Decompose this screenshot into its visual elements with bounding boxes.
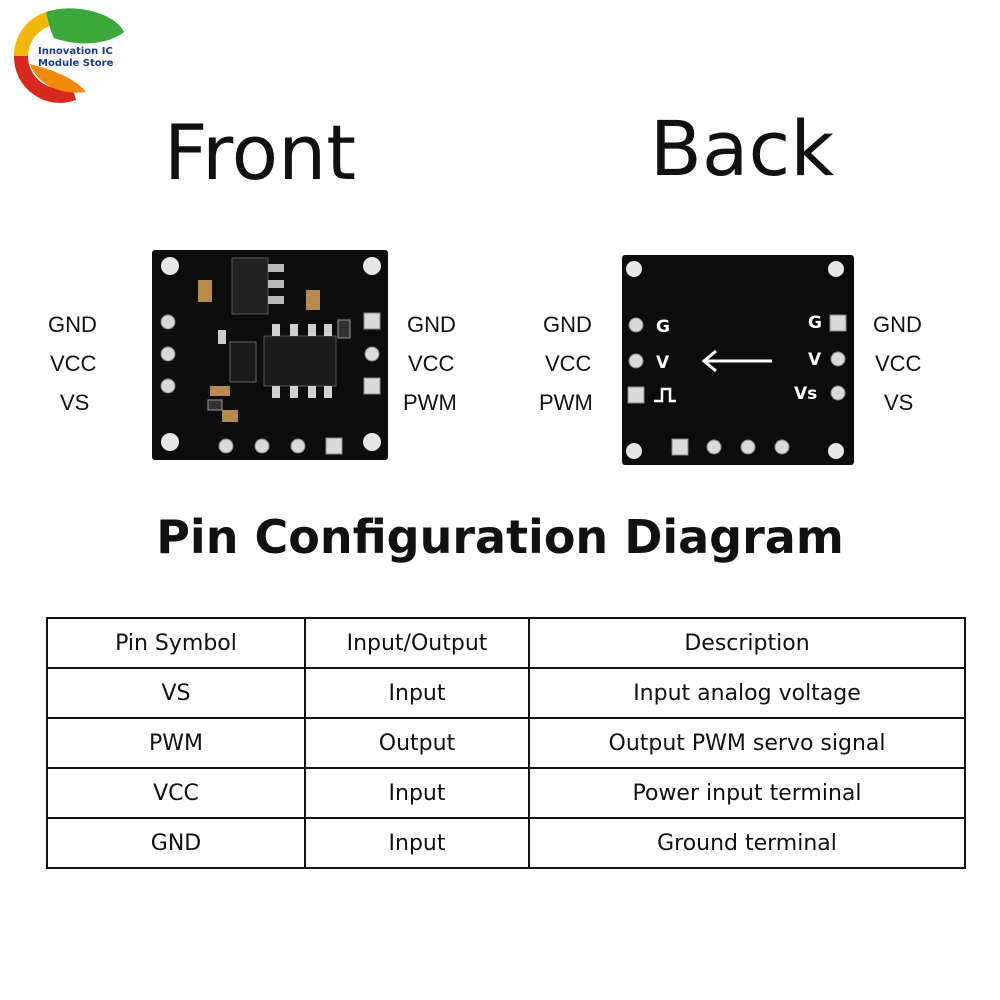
- back-mount-hole-tl: [626, 261, 642, 277]
- cell-description: Output PWM servo signal: [528, 717, 966, 769]
- back-silk-v-left: V: [656, 353, 670, 373]
- cell-pin-symbol: VS: [46, 667, 306, 719]
- back-silk-vs-right: Vs: [794, 384, 817, 404]
- front-right-pads: [363, 312, 381, 395]
- header-input-output: Input/Output: [304, 617, 530, 669]
- front-left-pin-2: VCC: [50, 351, 97, 376]
- back-silk-v-right: V: [808, 350, 822, 370]
- pwm-wave-icon: [654, 387, 676, 403]
- front-right-pin-3: PWM: [403, 390, 457, 415]
- back-title: Back: [649, 104, 835, 193]
- back-right-pin-2: VCC: [875, 351, 922, 376]
- front-resistor-4: [222, 410, 238, 422]
- back-silk-g-left: G: [656, 317, 670, 337]
- back-left-pads: [627, 317, 645, 404]
- front-mount-hole-br: [363, 433, 381, 451]
- front-capacitor-1: [198, 280, 212, 302]
- back-pcb-board: G V G V Vs: [622, 255, 854, 465]
- direction-arrow-icon: [701, 349, 772, 373]
- front-left-pin-1: GND: [48, 312, 97, 337]
- front-resistor-2: [337, 319, 351, 339]
- logo-line-2: Module Store: [38, 58, 114, 69]
- logo-line-1: Innovation IC: [38, 46, 113, 57]
- logo-text: Innovation IC Module Store: [38, 46, 113, 70]
- cell-description: Power input terminal: [528, 767, 966, 819]
- front-mcu-chip: [263, 324, 337, 398]
- cell-input-output: Output: [304, 717, 530, 769]
- header-pin-symbol: Pin Symbol: [46, 617, 306, 669]
- logo-orange-leaf: [30, 64, 86, 93]
- front-resistor-1: [218, 330, 226, 344]
- logo-yellow-arc: [13, 12, 50, 56]
- front-right-pin-1: GND: [407, 312, 456, 337]
- cell-input-output: Input: [304, 817, 530, 869]
- cell-input-output: Input: [304, 667, 530, 719]
- back-right-pin-1: GND: [873, 312, 922, 337]
- back-mount-hole-tr: [828, 261, 844, 277]
- back-left-pin-3: PWM: [539, 390, 593, 415]
- front-title: Front: [163, 108, 357, 197]
- front-capacitor-3: [210, 386, 230, 396]
- front-diode-ck: [229, 341, 257, 383]
- pin-table: Pin Symbol Input/Output Description VS I…: [46, 617, 966, 869]
- table-row: VS Input Input analog voltage: [46, 667, 966, 719]
- back-bottom-pads: [671, 438, 790, 456]
- back-left-pin-2: VCC: [545, 351, 592, 376]
- front-mount-hole-tr: [363, 257, 381, 275]
- front-mount-hole-tl: [161, 257, 179, 275]
- back-mount-hole-br: [828, 443, 844, 459]
- front-left-pads: [160, 314, 176, 394]
- front-capacitor-2: [306, 290, 320, 310]
- back-mount-hole-bl: [626, 443, 642, 459]
- table-header-row: Pin Symbol Input/Output Description: [46, 617, 966, 669]
- back-silk-g-right: G: [808, 313, 822, 333]
- front-pcb-board: [152, 250, 388, 460]
- front-voltage-regulator: [231, 257, 284, 315]
- cell-pin-symbol: VCC: [46, 767, 306, 819]
- front-resistor-3: [207, 399, 223, 411]
- header-description: Description: [528, 617, 966, 669]
- table-row: GND Input Ground terminal: [46, 817, 966, 869]
- front-left-pin-3: VS: [60, 390, 90, 415]
- front-mount-hole-bl: [161, 433, 179, 451]
- front-bottom-pads: [218, 437, 343, 455]
- back-left-pin-1: GND: [543, 312, 592, 337]
- cell-pin-symbol: PWM: [46, 717, 306, 769]
- logo-green-leaf: [46, 8, 124, 44]
- cell-input-output: Input: [304, 767, 530, 819]
- table-row: VCC Input Power input terminal: [46, 767, 966, 819]
- back-right-pin-3: VS: [884, 390, 914, 415]
- cell-pin-symbol: GND: [46, 817, 306, 869]
- front-right-pin-2: VCC: [408, 351, 455, 376]
- store-logo: [13, 8, 124, 103]
- cell-description: Ground terminal: [528, 817, 966, 869]
- cell-description: Input analog voltage: [528, 667, 966, 719]
- diagram-title: Pin Configuration Diagram: [156, 510, 844, 564]
- table-row: PWM Output Output PWM servo signal: [46, 717, 966, 769]
- back-right-pads: [829, 314, 847, 401]
- logo-red-arc: [13, 56, 77, 103]
